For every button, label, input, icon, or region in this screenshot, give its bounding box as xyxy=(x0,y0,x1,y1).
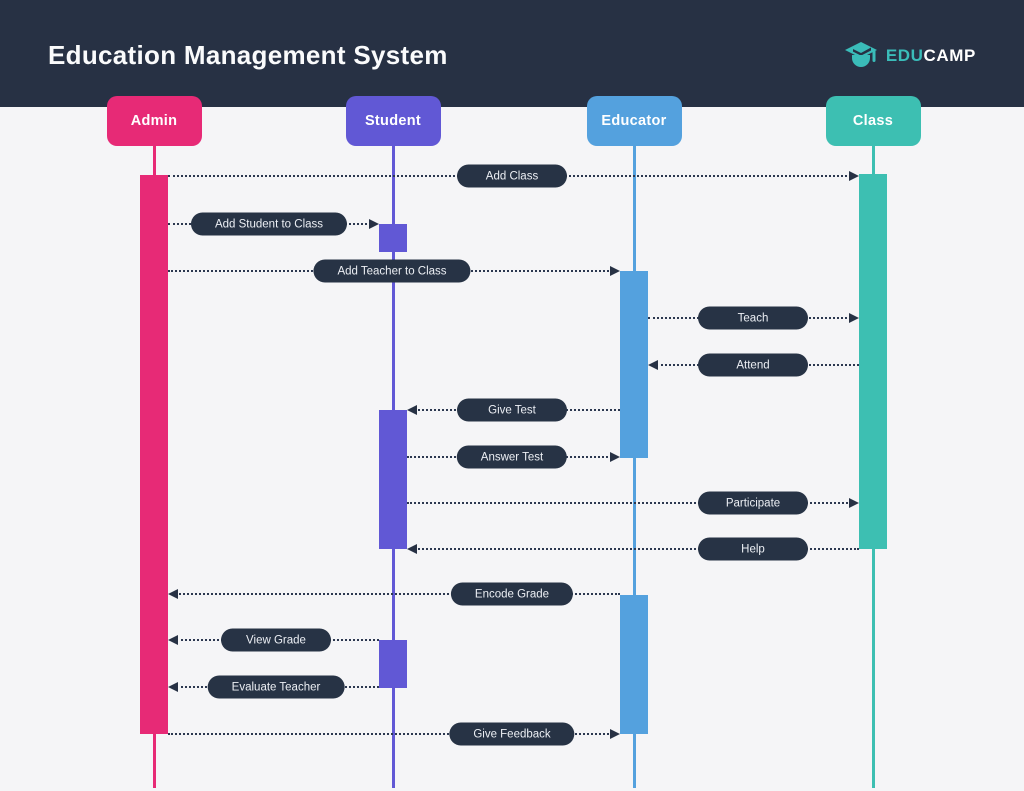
arrowhead-left-icon xyxy=(407,544,417,554)
arrowhead-right-icon xyxy=(610,266,620,276)
arrowhead-right-icon xyxy=(610,729,620,739)
message-label-pill: Give Feedback xyxy=(449,722,575,746)
message-label-pill: Attend xyxy=(698,353,808,377)
activation-bar-educator xyxy=(620,271,648,458)
message-label-pill: Add Teacher to Class xyxy=(313,259,471,283)
activation-bar-student xyxy=(379,410,407,549)
message-label-pill: View Grade xyxy=(221,628,331,652)
activation-bar-admin xyxy=(140,175,168,734)
graduation-cap-icon xyxy=(844,41,878,71)
logo-text-edu: EDU xyxy=(885,46,924,65)
arrowhead-right-icon xyxy=(369,219,379,229)
arrowhead-left-icon xyxy=(168,682,178,692)
actor-box-class: Class xyxy=(825,96,921,146)
message-label-pill: Add Student to Class xyxy=(190,212,348,236)
arrowhead-left-icon xyxy=(168,589,178,599)
message-line xyxy=(407,502,851,504)
arrowhead-right-icon xyxy=(849,313,859,323)
brand-logo: EDUCAMP xyxy=(844,40,976,72)
message-label-pill: Teach xyxy=(698,306,808,330)
arrowhead-right-icon xyxy=(849,498,859,508)
message-label-pill: Evaluate Teacher xyxy=(207,675,345,699)
activation-bar-class xyxy=(859,174,887,549)
message-label-pill: Help xyxy=(698,537,808,561)
arrowhead-right-icon xyxy=(849,171,859,181)
message-line xyxy=(168,733,612,735)
arrowhead-right-icon xyxy=(610,452,620,462)
message-label-pill: Encode Grade xyxy=(450,582,574,606)
actor-box-admin: Admin xyxy=(106,96,202,146)
message-label-pill: Answer Test xyxy=(456,445,568,469)
arrowhead-left-icon xyxy=(407,405,417,415)
activation-bar-educator xyxy=(620,595,648,734)
message-line xyxy=(176,593,620,595)
logo-wordmark: EDUCAMP xyxy=(886,46,976,66)
message-label-pill: Participate xyxy=(698,491,808,515)
message-label-pill: Add Class xyxy=(457,164,567,188)
page-title: Education Management System xyxy=(48,40,448,70)
header-bar: Education Management System EDUCAMP xyxy=(0,0,1024,107)
message-line xyxy=(415,548,859,550)
logo-text-camp: CAMP xyxy=(923,46,976,65)
activation-bar-student xyxy=(379,224,407,252)
arrowhead-left-icon xyxy=(168,635,178,645)
activation-bar-student xyxy=(379,640,407,688)
actor-box-educator: Educator xyxy=(586,96,682,146)
actor-box-student: Student xyxy=(345,96,441,146)
message-label-pill: Give Test xyxy=(457,398,567,422)
lifeline-educator xyxy=(632,146,636,788)
arrowhead-left-icon xyxy=(648,360,658,370)
